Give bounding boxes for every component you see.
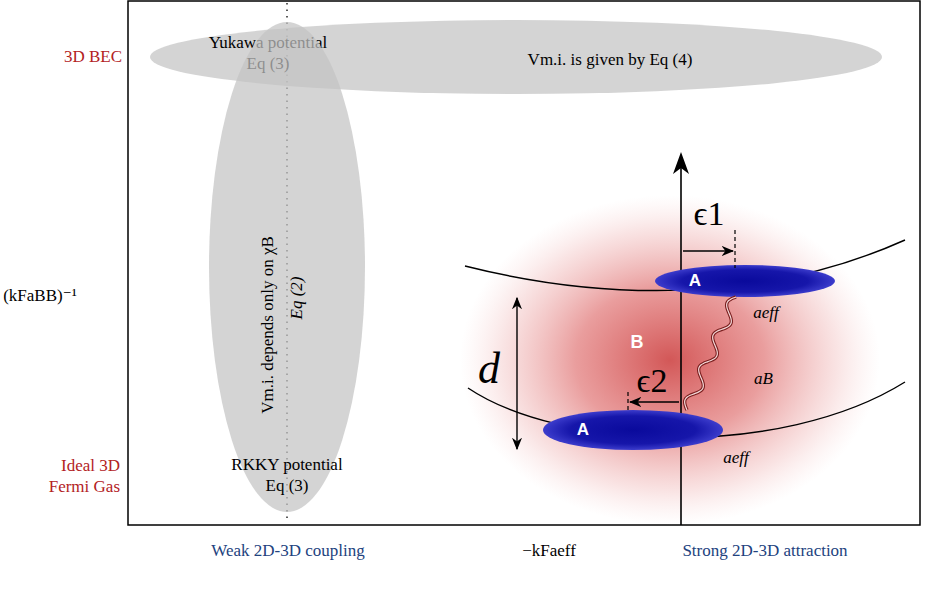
- offset-symbol: ϵ2: [637, 360, 668, 403]
- axis-arrowhead: [673, 152, 689, 174]
- shape-fill: [543, 410, 723, 450]
- axis-label: −kFaeff: [522, 540, 576, 561]
- node-text: RKKY potential Eq (3): [223, 454, 351, 497]
- node-text: B: [631, 331, 644, 354]
- shape-outline: [460, 195, 880, 525]
- distance-symbol: d: [478, 341, 500, 396]
- shape-outline: [543, 410, 723, 450]
- layer-ellipse: A: [655, 265, 835, 297]
- edge-label: aB: [754, 368, 773, 389]
- regime-label: Ideal 3D Fermi Gas: [38, 455, 120, 498]
- shape-outline: [209, 22, 365, 512]
- offset-symbol: ϵ1: [694, 193, 725, 236]
- regime-label: Strong 2D-3D attraction: [682, 540, 847, 561]
- regime-label: Weak 2D-3D coupling: [211, 540, 364, 561]
- node-text: Eq (2): [286, 277, 307, 320]
- regime-label: 3D BEC: [64, 46, 122, 67]
- shape-outline: [655, 265, 835, 297]
- axis-label: (kFaBB)⁻¹: [3, 285, 77, 306]
- length-label: aeff: [723, 447, 749, 468]
- shape-fill: [460, 195, 880, 525]
- frame: [128, 1, 920, 525]
- bath-cloud: B: [460, 195, 880, 525]
- shape-fill: [655, 265, 835, 297]
- node-text: Vm.i. is given by Eq (4): [528, 49, 693, 70]
- node-text: Vm.i. depends only on χB: [257, 236, 278, 414]
- shape-fill: [209, 22, 365, 512]
- regime-ellipse: Vm.i. depends only on χB Eq (2) RKKY poten…: [209, 22, 365, 512]
- length-label: aeff: [753, 302, 779, 323]
- node-text: A: [689, 270, 701, 291]
- node-text: A: [577, 419, 589, 440]
- layer-ellipse: A: [543, 410, 723, 450]
